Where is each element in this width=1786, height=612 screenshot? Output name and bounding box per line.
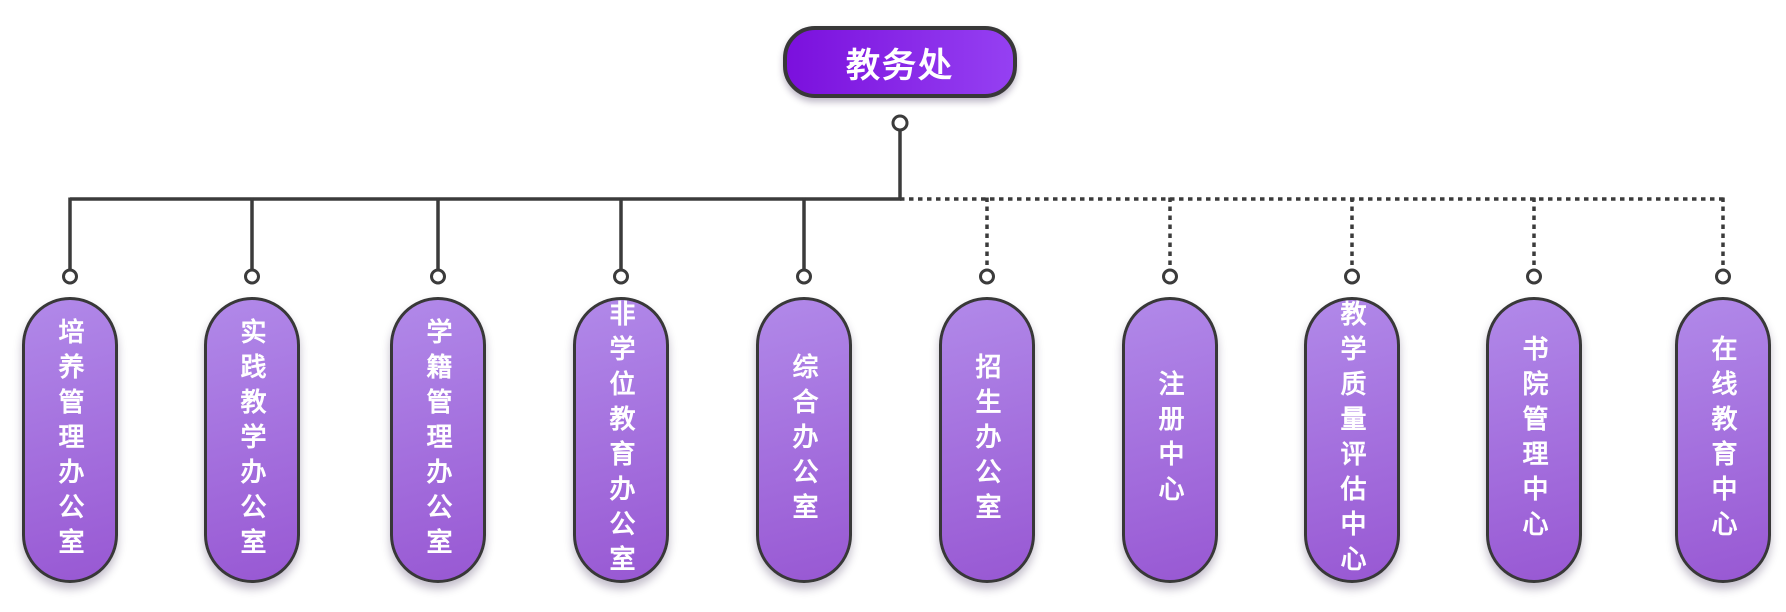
root-node[interactable]: 教务处 [783, 26, 1017, 98]
org-node-label: 非学位教育办公室 [606, 300, 636, 580]
org-node[interactable]: 在线教育中心 [1675, 297, 1771, 583]
connector-port [891, 114, 909, 132]
connector-port [1715, 268, 1731, 285]
org-node[interactable]: 实践教学办公室 [204, 297, 300, 583]
connector-port [62, 268, 78, 285]
connector-port [244, 268, 260, 285]
org-node[interactable]: 招生办公室 [939, 297, 1035, 583]
org-node-label: 综合办公室 [789, 352, 819, 528]
org-node-label: 注册中心 [1155, 370, 1185, 510]
org-node[interactable]: 书院管理中心 [1486, 297, 1582, 583]
org-node-label: 书院管理中心 [1519, 335, 1549, 545]
org-node-label: 在线教育中心 [1708, 335, 1738, 545]
connector-port [1162, 268, 1178, 285]
connector-port [796, 268, 812, 285]
org-node[interactable]: 综合办公室 [756, 297, 852, 583]
org-node-label: 教学质量评估中心 [1337, 300, 1367, 580]
org-node-label: 学籍管理办公室 [423, 317, 453, 563]
connector-port [1526, 268, 1542, 285]
connector-port [613, 268, 629, 285]
connector-port [1344, 268, 1360, 285]
org-node[interactable]: 培养管理办公室 [22, 297, 118, 583]
org-node[interactable]: 学籍管理办公室 [390, 297, 486, 583]
org-node-label: 实践教学办公室 [237, 317, 267, 563]
org-node-label: 招生办公室 [972, 352, 1002, 528]
connector-port [430, 268, 446, 285]
org-node[interactable]: 注册中心 [1122, 297, 1218, 583]
org-node[interactable]: 非学位教育办公室 [573, 297, 669, 583]
org-node-label: 培养管理办公室 [55, 317, 85, 563]
connector-port [979, 268, 995, 285]
org-node[interactable]: 教学质量评估中心 [1304, 297, 1400, 583]
root-node-label: 教务处 [846, 46, 954, 85]
